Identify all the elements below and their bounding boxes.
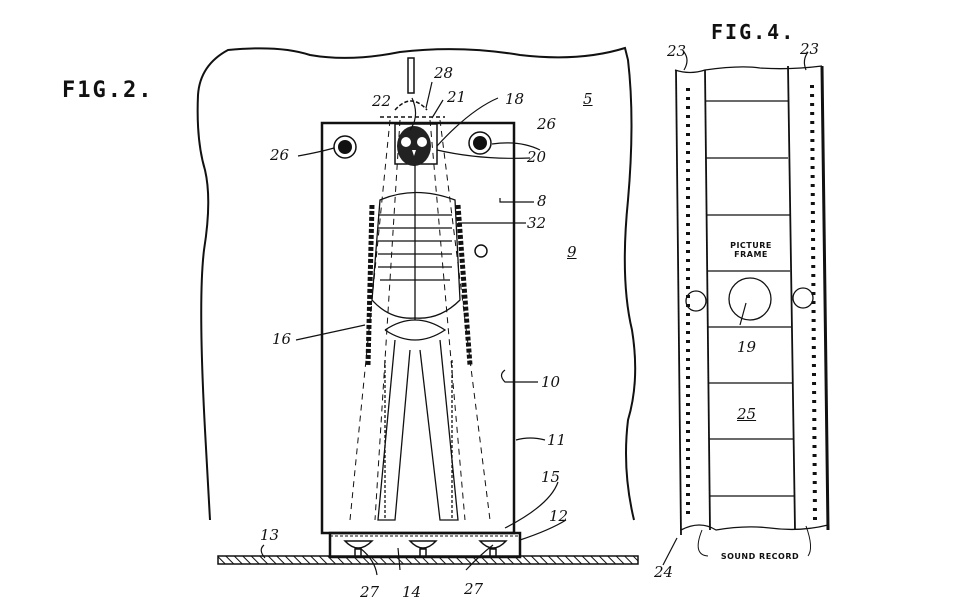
label-14: 14: [402, 583, 422, 601]
label-25: 25: [737, 405, 757, 423]
label-22: 22: [372, 92, 392, 110]
label-23-left: 23: [667, 42, 687, 60]
picture-frame-label: PICTURE FRAME: [730, 241, 772, 259]
label-26-right: 26: [537, 115, 557, 133]
label-15: 15: [541, 468, 561, 486]
label-11: 11: [547, 431, 567, 449]
top-lamp: [380, 57, 445, 118]
label-27-right: 27: [464, 580, 484, 598]
fig4-title: FIG.4.: [711, 20, 796, 44]
label-26-left: 26: [270, 146, 290, 164]
label-28: 28: [434, 64, 454, 82]
label-19: 19: [737, 338, 757, 356]
label-8: 8: [537, 192, 547, 210]
wall-outline: [196, 46, 637, 521]
base-lamps: [343, 540, 508, 558]
label-24: 24: [654, 563, 674, 581]
sound-record-label: SOUND RECORD: [720, 552, 800, 561]
side-lamps: [333, 131, 492, 159]
label-20: 20: [527, 148, 547, 166]
label-23-right: 23: [800, 40, 820, 58]
fig2-title: F1G.2.: [62, 78, 154, 103]
label-27-left: 27: [360, 583, 380, 601]
label-32: 32: [527, 214, 547, 232]
skeleton: [365, 165, 473, 521]
skull: [397, 126, 431, 166]
film-strip: [662, 51, 830, 566]
label-10: 10: [541, 373, 561, 391]
label-16: 16: [272, 330, 292, 348]
label-12: 12: [549, 507, 569, 525]
label-18: 18: [505, 90, 525, 108]
label-5: 5: [583, 90, 593, 108]
label-13: 13: [260, 526, 280, 544]
label-9: 9: [567, 243, 577, 261]
base-compartment: [328, 531, 522, 559]
label-21: 21: [447, 88, 467, 106]
